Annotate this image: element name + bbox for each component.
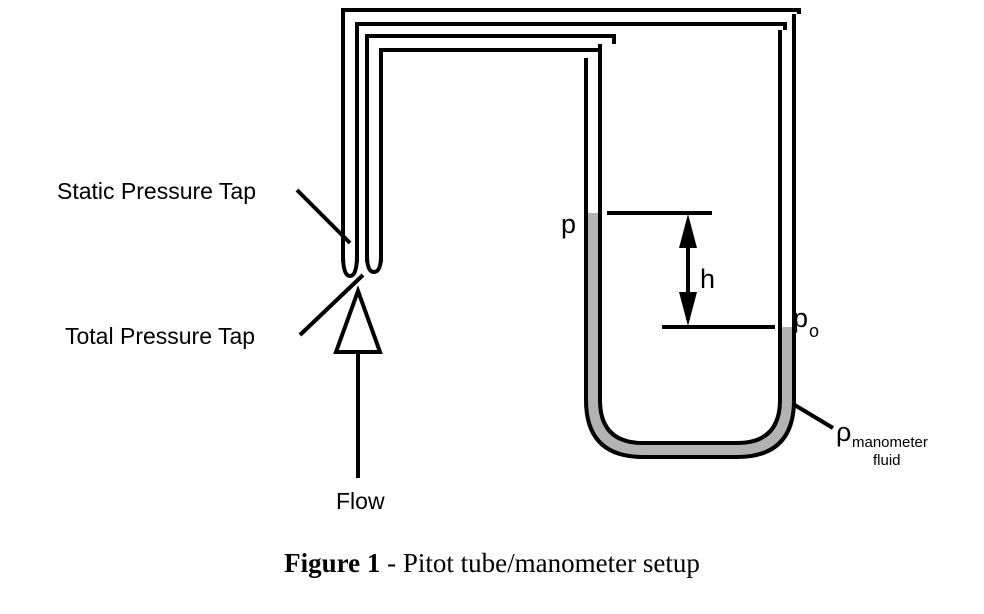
flow-arrow — [333, 285, 383, 478]
total-tap-tip-right — [365, 254, 383, 275]
leader-line-density — [791, 402, 835, 430]
figure-caption: Figure 1 - Pitot tube/manometer setup — [0, 548, 984, 579]
manometer-inner-wall — [598, 30, 782, 445]
static-pressure-symbol: p — [561, 209, 576, 239]
static-pressure-tap-label: Static Pressure Tap — [57, 178, 256, 204]
manometer-outer-wall — [584, 14, 796, 459]
total-pressure-subscript: o — [809, 321, 819, 341]
leader-line-total-tap — [298, 273, 365, 337]
static-pressure-tube-inner-wall — [355, 22, 787, 262]
manometer-fluid — [586, 213, 794, 457]
height-label: h — [700, 264, 715, 294]
density-subscript-manometer: manometer — [852, 434, 928, 451]
static-pressure-tube-outer-wall — [341, 8, 801, 262]
figure-caption-separator: - — [380, 548, 403, 578]
density-symbol: ρ — [836, 417, 851, 447]
height-dimension-arrow — [679, 214, 697, 326]
total-pressure-tap-label: Total Pressure Tap — [65, 323, 255, 349]
leader-line-static-tap — [295, 188, 352, 245]
total-pressure-symbol: p — [793, 303, 808, 333]
static-tap-tip-left — [341, 254, 359, 279]
flow-label: Flow — [336, 488, 385, 514]
figure-caption-number: Figure 1 — [284, 548, 381, 578]
density-subscript-fluid: fluid — [873, 452, 901, 469]
figure-caption-text: Pitot tube/manometer setup — [402, 548, 700, 578]
total-pressure-tube-outer-wall — [365, 34, 616, 262]
